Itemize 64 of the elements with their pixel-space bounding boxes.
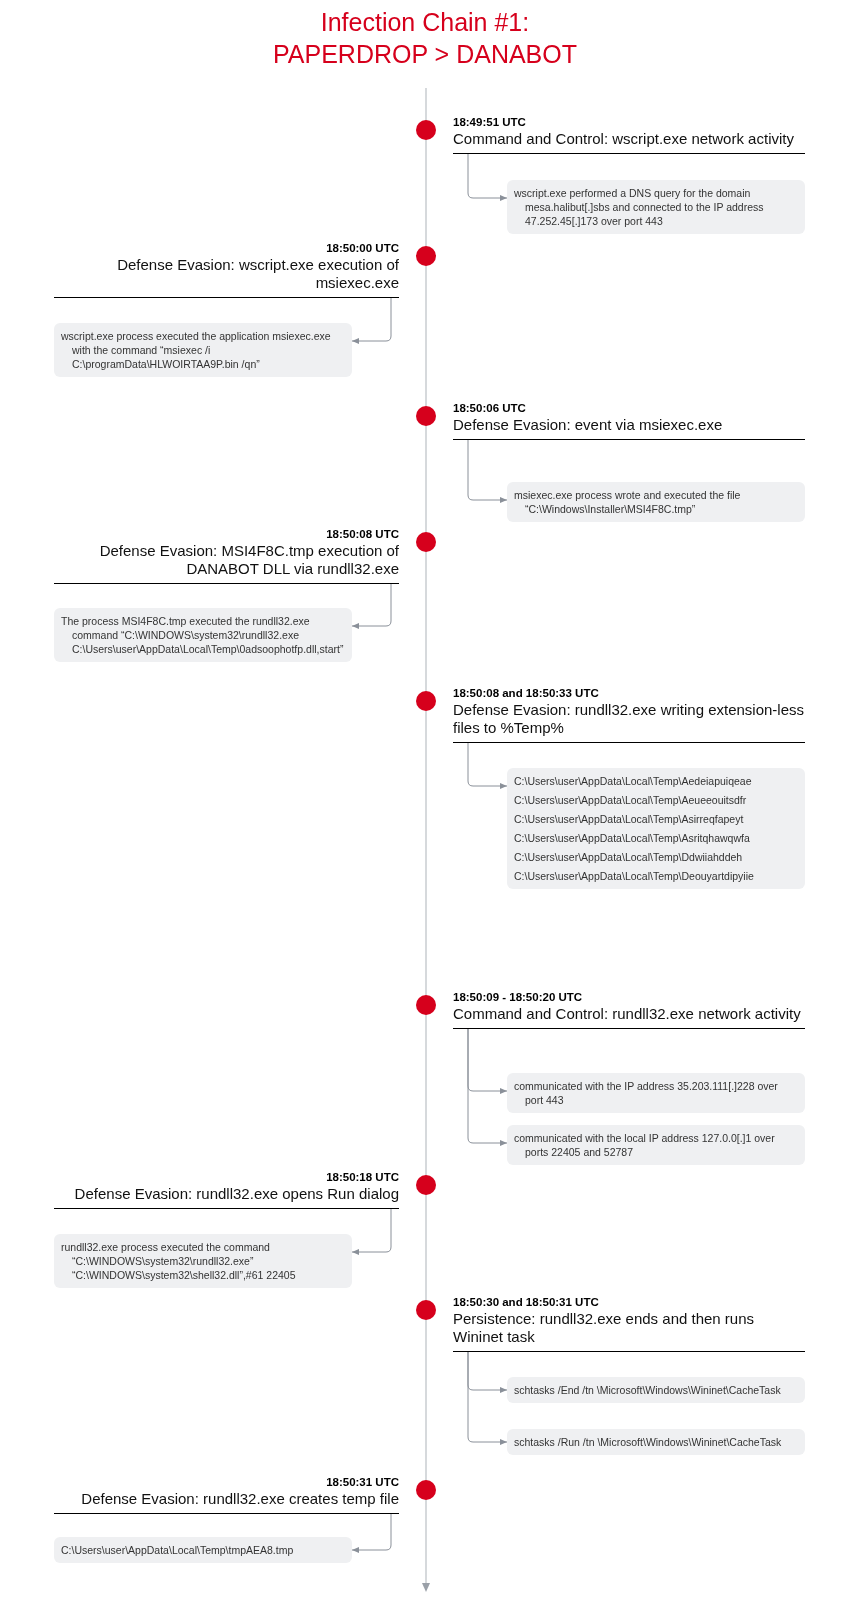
event-time: 18:50:30 and 18:50:31 UTC (453, 1295, 600, 1310)
detail-text: C:\Users\user\AppData\Local\Temp\Aeueeouitsdfr (514, 793, 748, 807)
detail-text: communicated with the IP address 35.203.111[.]228 over port 443 (514, 1079, 779, 1107)
event-time: 18:50:08 and 18:50:33 UTC (453, 686, 600, 701)
event-heading: Defense Evasion: rundll32.exe creates temp file (80, 1490, 399, 1508)
event-heading: Defense Evasion: MSI4F8C.tmp execution of DANABOT DLL via rundll32.exe (98, 542, 399, 578)
event-time: 18:50:08 UTC (325, 527, 399, 542)
detail-text: rundll32.exe process executed the command “C:\WINDOWS\system32\rundll32.exe” “C:\WINDOWS\system32\shell32.dll”,#61 22405 (61, 1240, 297, 1282)
connector-arrow (467, 153, 508, 201)
timeline-event (453, 990, 805, 1029)
timeline-event (453, 115, 805, 154)
event-time: 18:50:18 UTC (325, 1170, 399, 1185)
detail-text: schtasks /Run /tn \Microsoft\Windows\Wininet\CacheTask (514, 1435, 783, 1449)
detail-text: wscript.exe process executed the application msiexec.exe with the command “msiexec /i C:\programData\HLWOIRTAA9P.bin /qn” (61, 329, 332, 371)
detail-text: C:\Users\user\AppData\Local\Temp\tmpAEA8.tmp (61, 1543, 295, 1557)
timeline-event (54, 527, 399, 584)
detail-box (507, 1073, 805, 1113)
connector-arrow (467, 742, 508, 789)
timeline-event (453, 686, 805, 743)
detail-box (507, 1377, 805, 1403)
detail-box (507, 482, 805, 522)
event-heading: Defense Evasion: rundll32.exe opens Run dialog (73, 1185, 399, 1203)
event-heading: Defense Evasion: event via msiexec.exe (453, 416, 724, 434)
event-time: 18:49:51 UTC (453, 115, 527, 130)
event-time: 18:50:06 UTC (453, 401, 527, 416)
connector-arrow (351, 1513, 392, 1553)
event-time: 18:50:31 UTC (325, 1475, 399, 1490)
detail-text: The process MSI4F8C.tmp executed the rundll32.exe command “C:\WINDOWS\system32\rundll32.exe C:\Users\user\AppData\Local\Temp\0adsoophotfp.dll,start” (61, 614, 345, 656)
detail-box (54, 1234, 352, 1288)
timeline-event (54, 1475, 399, 1514)
detail-box (54, 1537, 352, 1563)
connector-arrow (467, 1351, 508, 1445)
detail-text: wscript.exe performed a DNS query for the domain mesa.halibut[.]sbs and connected to the IP address 47.252.45[.]173 over port 443 (514, 186, 765, 228)
event-heading: Command and Control: rundll32.exe network activity (453, 1005, 802, 1023)
detail-box (54, 323, 352, 377)
event-heading: Defense Evasion: rundll32.exe writing extension-less files to %Temp% (453, 701, 805, 737)
detail-text: C:\Users\user\AppData\Local\Temp\Aedeiapuiqeae (514, 774, 753, 788)
detail-box (507, 1125, 805, 1165)
timeline-event (453, 1295, 805, 1352)
timeline-event (453, 401, 805, 440)
detail-box (507, 180, 805, 234)
detail-box (507, 768, 805, 889)
detail-text: communicated with the local IP address 127.0.0[.]1 over ports 22405 and 52787 (514, 1131, 776, 1159)
connector-arrow (351, 1208, 392, 1255)
timeline-event (54, 241, 399, 298)
event-heading: Persistence: rundll32.exe ends and then runs Wininet task (453, 1310, 756, 1346)
connector-arrow (467, 1028, 508, 1146)
detail-box (54, 608, 352, 662)
connector-arrow (351, 583, 392, 629)
connector-arrow (351, 297, 392, 344)
title: Infection Chain #1: PAPERDROP > DANABOT (272, 7, 578, 70)
event-time: 18:50:00 UTC (325, 241, 399, 256)
detail-text: C:\Users\user\AppData\Local\Temp\Asirreqfapeyt (514, 812, 745, 826)
event-heading: Defense Evasion: wscript.exe execution of msiexec.exe (116, 256, 399, 292)
timeline-event (54, 1170, 399, 1209)
detail-text: C:\Users\user\AppData\Local\Temp\Asritqhawqwfa (514, 831, 751, 845)
event-time: 18:50:09 - 18:50:20 UTC (453, 990, 584, 1005)
detail-text: C:\Users\user\AppData\Local\Temp\Ddwiiahddeh (514, 850, 744, 864)
detail-text: msiexec.exe process wrote and executed the file “C:\Windows\Installer\MSI4F8C.tmp” (514, 488, 742, 516)
connector-arrow (467, 439, 508, 503)
detail-box (507, 1429, 805, 1455)
detail-text: schtasks /End /tn \Microsoft\Windows\Wininet\CacheTask (514, 1383, 782, 1397)
event-heading: Command and Control: wscript.exe network activity (453, 130, 795, 148)
detail-text: C:\Users\user\AppData\Local\Temp\Deouyartdipyiie (514, 869, 755, 883)
